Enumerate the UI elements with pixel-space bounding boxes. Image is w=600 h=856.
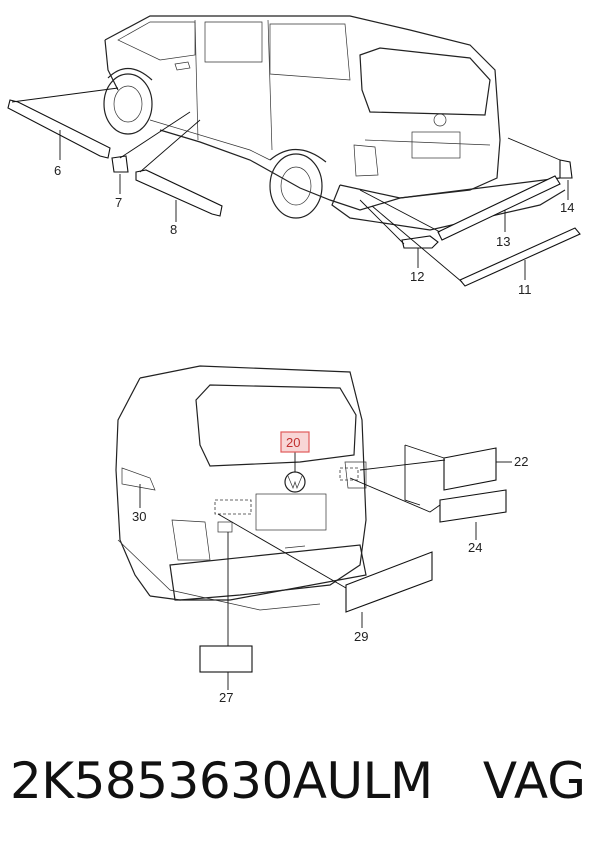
- callout-8: 8: [170, 222, 177, 237]
- part-24-label: [439, 489, 507, 523]
- van-side-rear-illustration: [103, 15, 566, 231]
- sticker-outline-left: [214, 499, 252, 515]
- leader-lines-top: [11, 87, 569, 283]
- callout-7: 7: [115, 195, 122, 210]
- callout-13: 13: [496, 234, 510, 249]
- van-rear-illustration: [115, 365, 367, 611]
- sticker-outline-right: [339, 467, 359, 481]
- trim-strips-top: [7, 99, 581, 287]
- part-22-label: [443, 447, 497, 491]
- callout-30: 30: [132, 509, 146, 524]
- callout-27: 27: [219, 690, 233, 705]
- part-11-bumper-strip-lower: [459, 227, 581, 287]
- part-14-corner-cap: [559, 159, 573, 179]
- part-13-bumper-strip: [437, 175, 561, 241]
- callout-12: 12: [410, 269, 424, 284]
- callouts-bottom: 22 30 24 29 27: [132, 454, 528, 705]
- callouts-top: 6 7 8 14 13 12 11: [54, 163, 574, 297]
- part-6-side-trim: [7, 99, 111, 159]
- callout-20-highlight-box: [280, 431, 310, 453]
- part-number: 2K5853630AULM: [10, 752, 433, 810]
- brand-label: VAG: [482, 752, 586, 810]
- callout-20: 20: [286, 435, 300, 450]
- callout-24: 24: [468, 540, 482, 555]
- callout-11: 11: [518, 282, 532, 297]
- part-7-trim-end: [111, 155, 129, 173]
- callout-6: 6: [54, 163, 61, 178]
- part-29-label: [345, 551, 433, 613]
- part-27-label: [199, 645, 253, 673]
- callout-29: 29: [354, 629, 368, 644]
- part-8-sill-trim: [135, 169, 223, 217]
- callout-22: 22: [514, 454, 528, 469]
- leader-lines-bottom: [139, 444, 512, 690]
- badge-parts-bottom: [199, 447, 507, 673]
- callout-14: 14: [560, 200, 574, 215]
